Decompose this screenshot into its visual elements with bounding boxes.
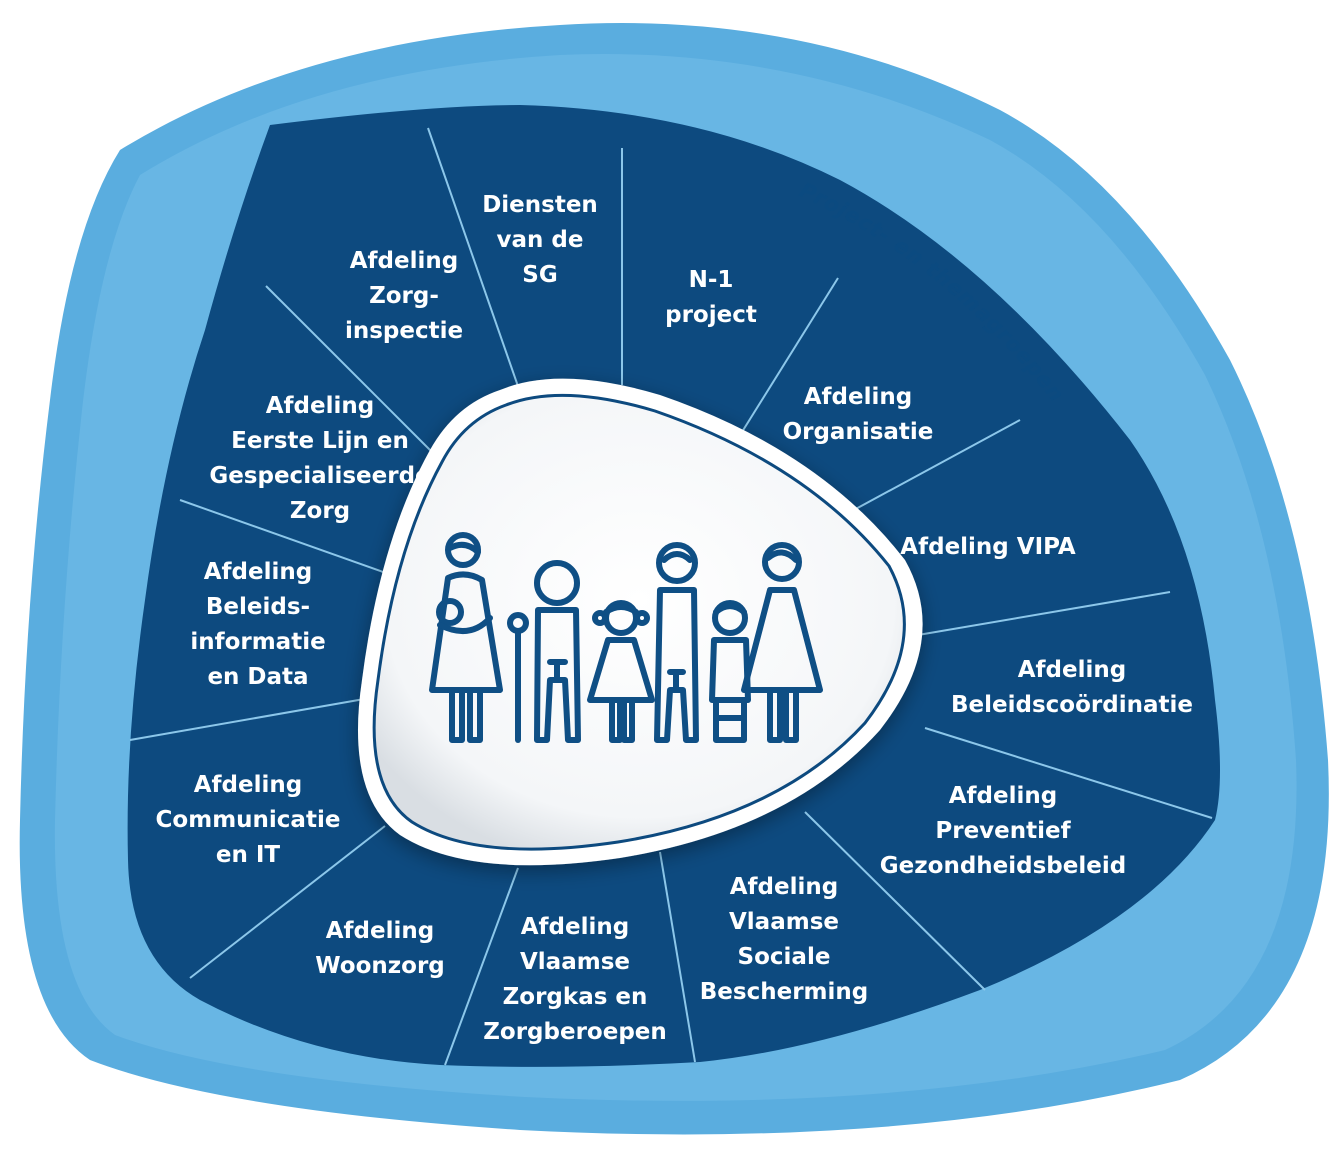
- department-label-line: Sociale: [738, 944, 831, 970]
- department-label-line: Gespecialiseerde: [209, 463, 430, 489]
- department-label-line: Gezondheidsbeleid: [880, 853, 1126, 879]
- department-label-line: N-1: [689, 267, 734, 293]
- department-label-line: Afdeling: [266, 393, 374, 419]
- department-label-line: Eerste Lijn en: [231, 428, 409, 454]
- segment-dividers: [129, 127, 1213, 1066]
- department-label-line: Communicatie: [156, 807, 341, 833]
- department-label-line: Afdeling: [1018, 657, 1126, 683]
- department-label-line: Afdeling: [350, 248, 458, 274]
- department-label-line: Afdeling: [804, 384, 912, 410]
- department-label-line: Bescherming: [700, 979, 868, 1005]
- department-label-line: Vlaamse: [729, 909, 839, 935]
- department-label-line: en Data: [207, 664, 308, 690]
- family-people-icon: [429, 532, 823, 743]
- department-label-2: N-1 project: [665, 267, 757, 328]
- department-label-line: van de: [497, 227, 584, 253]
- department-label-line: project: [665, 302, 757, 328]
- department-label-line: inspectie: [345, 318, 463, 344]
- department-label-line: Beleidscoördinatie: [951, 692, 1193, 718]
- department-label-line: en IT: [216, 842, 281, 868]
- department-label-line: Woonzorg: [315, 953, 445, 979]
- department-label-line: SG: [522, 262, 557, 288]
- department-label-line: Zorgkas en: [503, 984, 648, 1010]
- department-label-line: Vlaamse: [520, 949, 630, 975]
- department-label-line: Afdeling: [521, 914, 629, 940]
- department-label-line: informatie: [190, 629, 325, 655]
- department-label-line: Afdeling: [326, 918, 434, 944]
- department-label-line: Afdeling: [204, 559, 312, 585]
- department-label-line: Preventief: [935, 818, 1071, 844]
- department-label-1: Diensten van de SG: [482, 192, 598, 288]
- department-label-line: Afdeling VIPA: [900, 534, 1076, 560]
- department-label-line: Afdeling: [194, 772, 302, 798]
- department-label-line: Afdeling: [730, 874, 838, 900]
- department-label-line: Zorg-: [369, 283, 439, 309]
- department-label-line: Beleids-: [206, 594, 310, 620]
- department-label-line: Afdeling: [949, 783, 1057, 809]
- department-label-4: Afdeling VIPA: [900, 534, 1076, 560]
- department-label-line: Zorgberoepen: [483, 1019, 667, 1045]
- department-label-line: Diensten: [482, 192, 598, 218]
- department-label-line: Zorg: [290, 498, 350, 524]
- department-label-line: Organisatie: [783, 419, 934, 445]
